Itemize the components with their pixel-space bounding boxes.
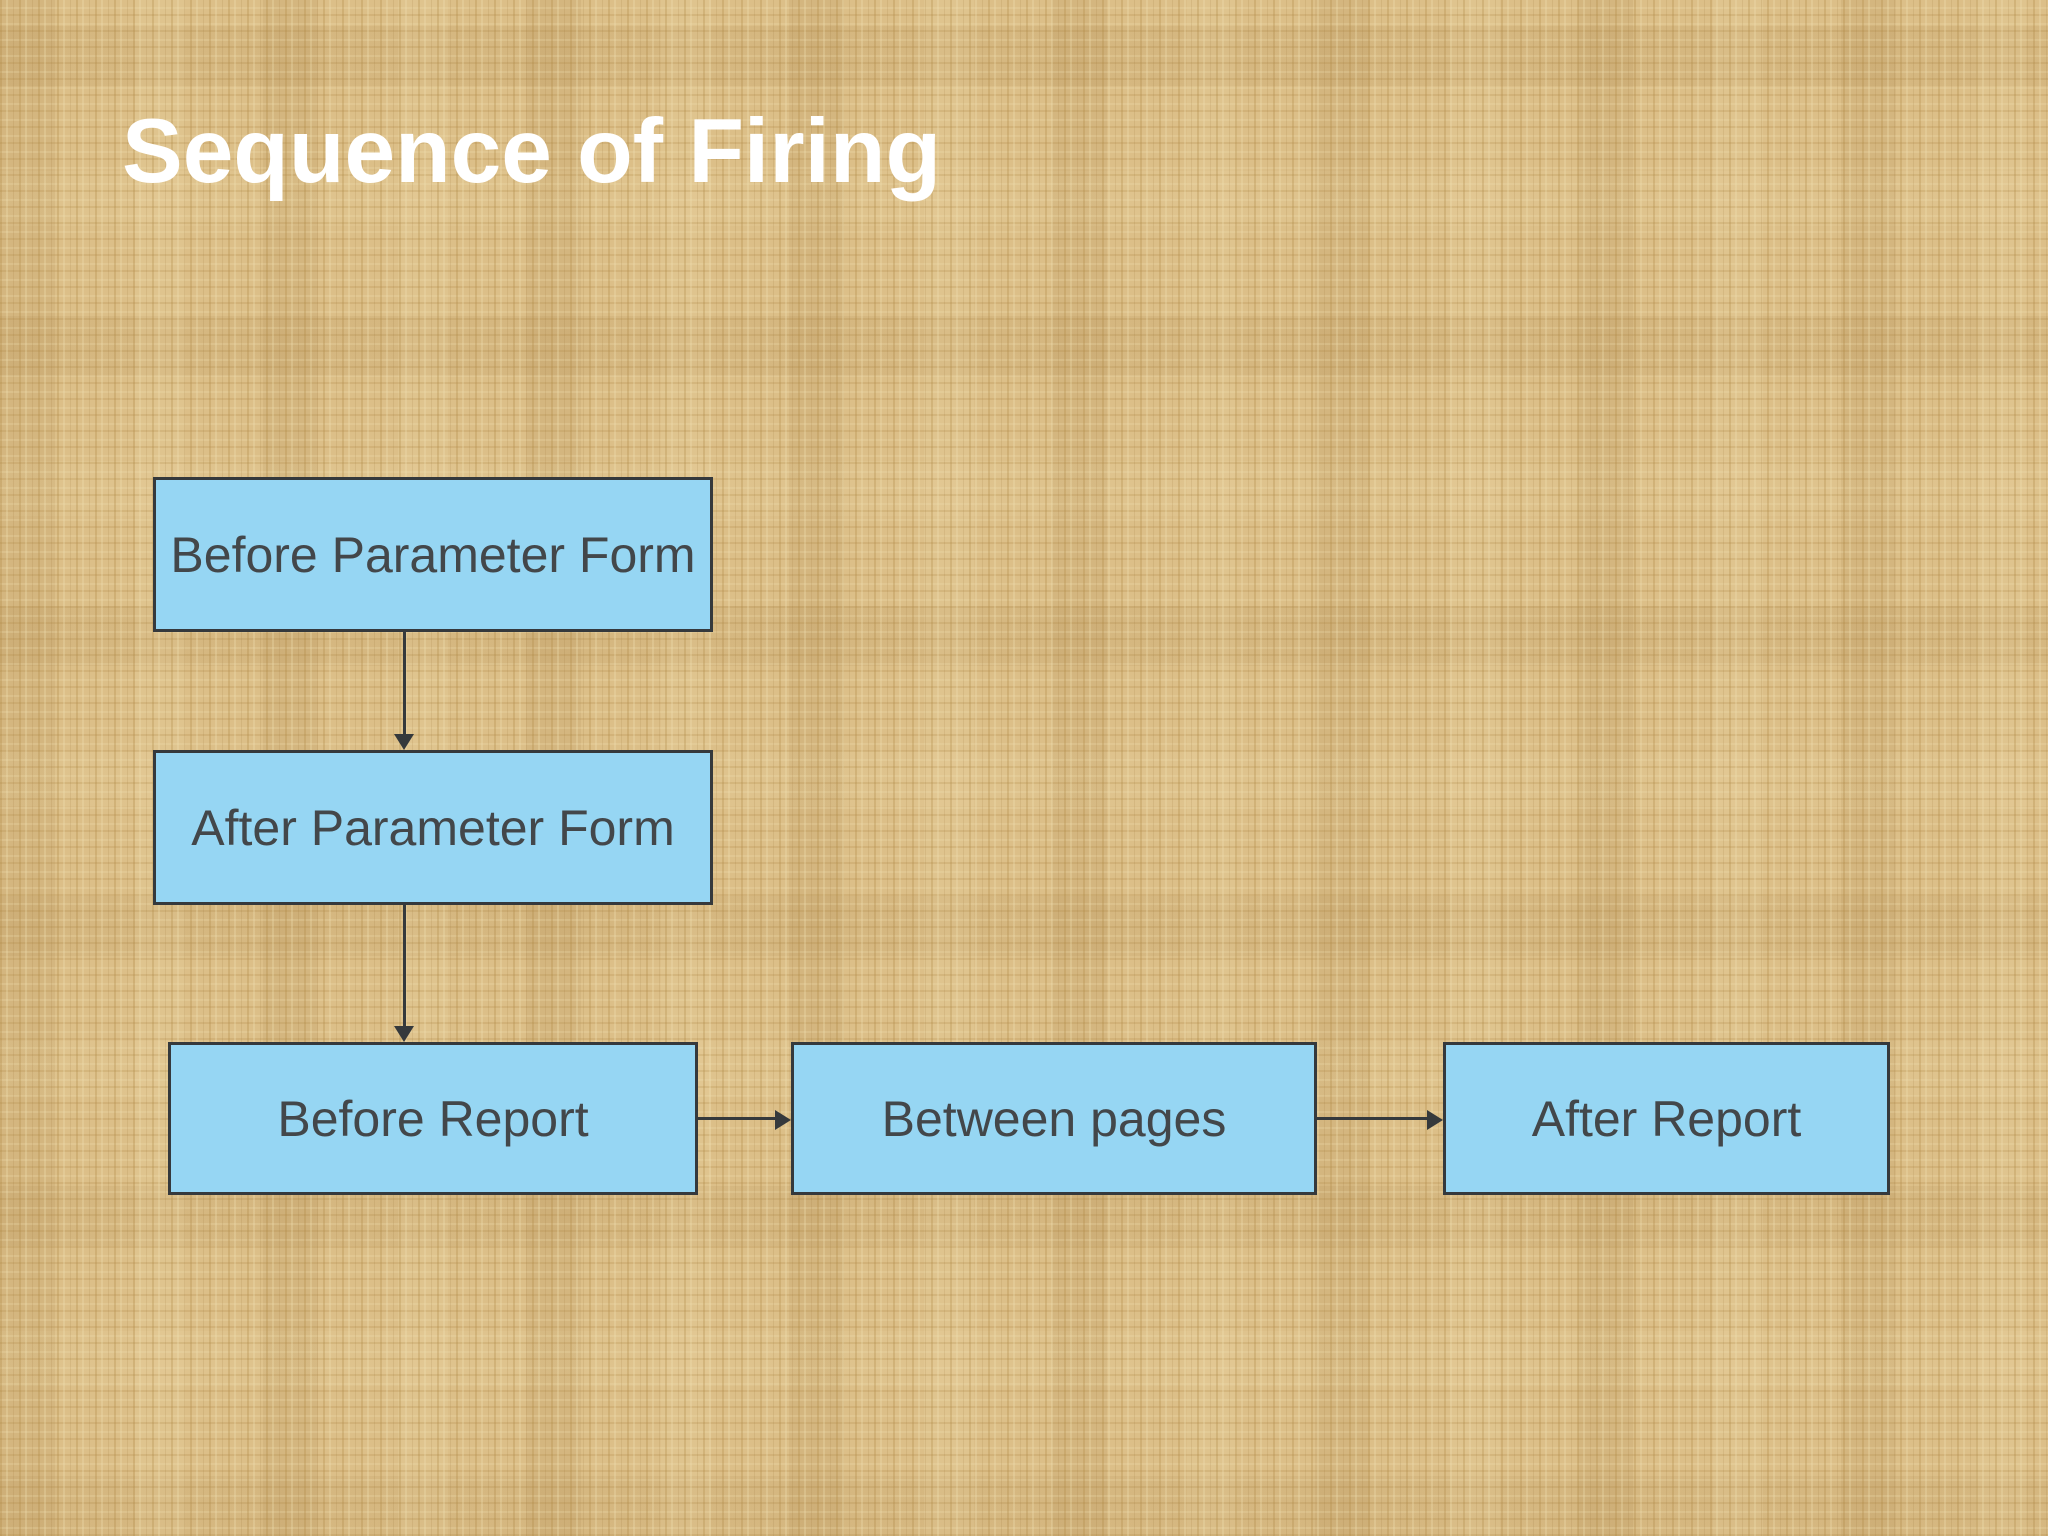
arrow-right-2-head-icon bbox=[1427, 1110, 1443, 1130]
arrow-down-2-shaft bbox=[403, 905, 406, 1026]
arrow-right-1-head-icon bbox=[775, 1110, 791, 1130]
flow-node-between-pages: Between pages bbox=[791, 1042, 1317, 1195]
flow-node-label: After Parameter Form bbox=[191, 799, 675, 856]
flow-node-before-parameter-form: Before Parameter Form bbox=[153, 477, 713, 632]
arrow-down-1-shaft bbox=[403, 632, 406, 734]
arrow-right-2-shaft bbox=[1317, 1117, 1427, 1120]
slide-title: Sequence of Firing bbox=[122, 101, 942, 202]
arrow-down-2-head-icon bbox=[394, 1026, 414, 1042]
flow-node-label: After Report bbox=[1531, 1090, 1802, 1147]
flow-node-label: Before Parameter Form bbox=[170, 526, 696, 583]
flow-node-label: Between pages bbox=[881, 1090, 1227, 1147]
flow-node-before-report: Before Report bbox=[168, 1042, 698, 1195]
arrow-down-1-head-icon bbox=[394, 734, 414, 750]
arrow-right-1-shaft bbox=[698, 1117, 775, 1120]
flow-node-label: Before Report bbox=[277, 1090, 589, 1147]
flow-node-after-parameter-form: After Parameter Form bbox=[153, 750, 713, 905]
flow-node-after-report: After Report bbox=[1443, 1042, 1890, 1195]
